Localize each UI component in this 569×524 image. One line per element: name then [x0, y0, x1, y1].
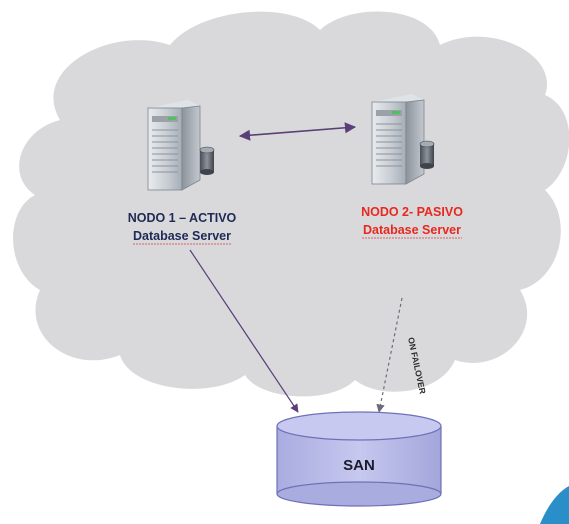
database-cylinder-icon: [199, 146, 215, 175]
active-node-subtitle: Database Server: [133, 229, 231, 243]
database-cylinder-icon: [419, 140, 435, 169]
passive-node-title: NODO 2- PASIVO: [361, 205, 463, 219]
san-storage-icon: [276, 411, 442, 507]
san-label: SAN: [343, 457, 375, 474]
active-node-title: NODO 1 – ACTIVO: [128, 211, 237, 225]
double-arrow-icon: [238, 122, 357, 141]
cloud-shape: [13, 11, 569, 397]
accent-swoosh: [540, 486, 569, 524]
passive-node-subtitle: Database Server: [363, 223, 461, 237]
server-tower-icon: [147, 100, 201, 191]
server-tower-icon: [371, 94, 425, 185]
failover-san-arrow: [376, 297, 403, 413]
active-san-arrow: [189, 249, 299, 413]
